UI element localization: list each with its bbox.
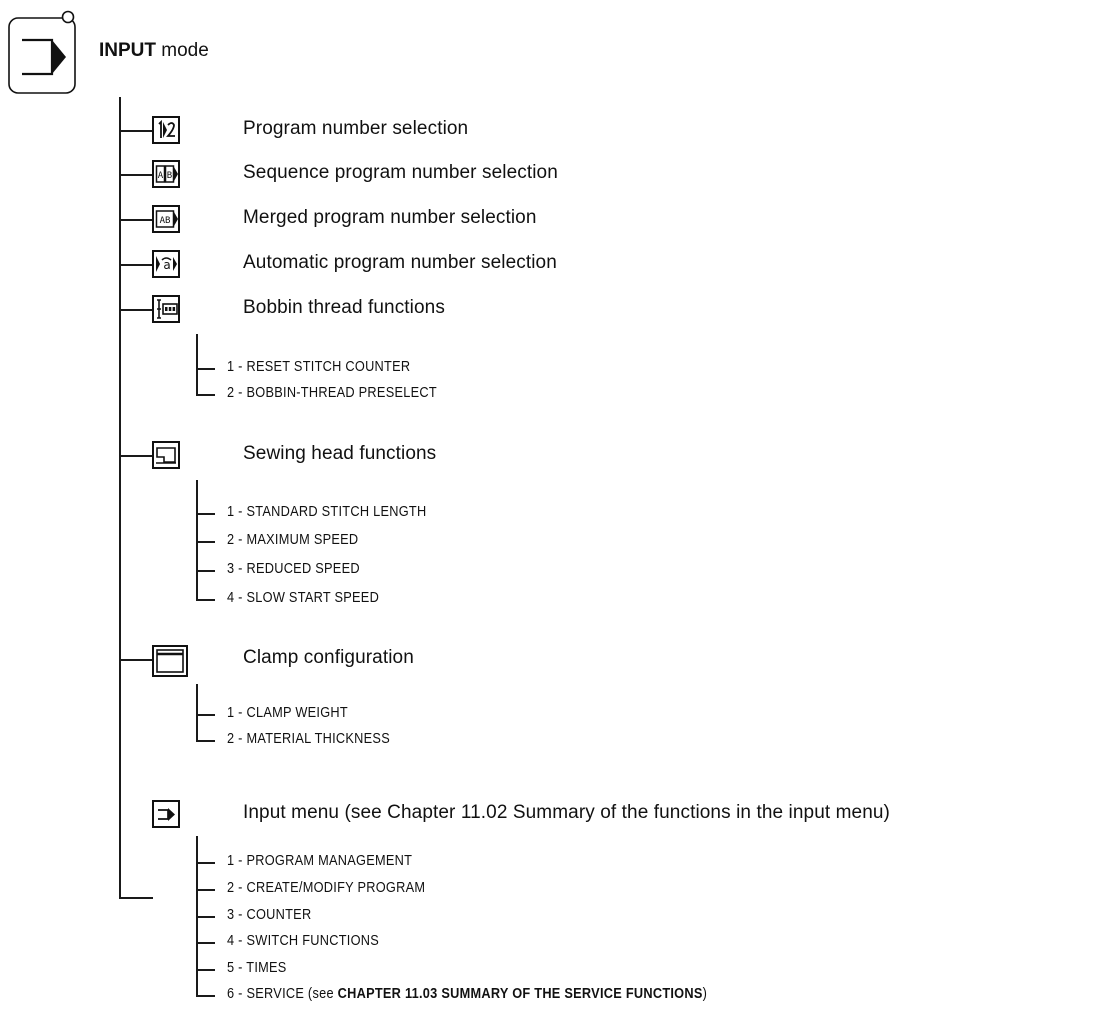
sub-item: 1 - STANDARD STITCH LENGTH xyxy=(227,504,427,520)
merged-program-icon: AB xyxy=(152,205,180,233)
mode-suffix: mode xyxy=(156,40,209,61)
sub-connector xyxy=(196,541,215,543)
sub-item: 2 - MAXIMUM SPEED xyxy=(227,532,359,548)
merged-program-label: Merged program number selection xyxy=(243,207,537,228)
branch-connector xyxy=(119,130,153,132)
svg-text:B: B xyxy=(167,171,172,181)
sub-connector xyxy=(196,599,215,601)
program-number-icon xyxy=(152,116,180,144)
branch-connector xyxy=(119,219,153,221)
svg-text:AB: AB xyxy=(160,216,171,226)
sub-item: 3 - REDUCED SPEED xyxy=(227,561,360,577)
branch-connector xyxy=(119,455,153,457)
sub-connector xyxy=(196,889,215,891)
sub-connector xyxy=(196,368,215,370)
sub-connector xyxy=(196,513,215,515)
service-suffix: ) xyxy=(702,986,708,1002)
sub-item: 3 - COUNTER xyxy=(227,907,312,923)
svg-text:A: A xyxy=(158,171,164,181)
sub-connector xyxy=(196,740,215,742)
input-mode-key-icon xyxy=(8,8,76,94)
sub-item: 2 - BOBBIN-THREAD PRESELECT xyxy=(227,385,437,401)
service-sub-item: 6 - SERVICE (see CHAPTER 11.03 SUMMARY O… xyxy=(227,986,707,1002)
sub-item: 2 - CREATE/MODIFY PROGRAM xyxy=(227,880,426,896)
subtree-line xyxy=(196,684,198,741)
service-chapter-ref: CHAPTER 11.03 SUMMARY OF THE SERVICE FUN… xyxy=(337,986,703,1002)
sub-item: 5 - TIMES xyxy=(227,960,287,976)
mode-keyword: INPUT xyxy=(99,40,156,61)
automatic-program-icon: a xyxy=(152,250,180,278)
sequence-program-icon: A B xyxy=(152,160,180,188)
subtree-line xyxy=(196,334,198,395)
sub-connector xyxy=(196,570,215,572)
sub-item: 1 - RESET STITCH COUNTER xyxy=(227,359,411,375)
branch-connector xyxy=(119,659,153,661)
sub-item: 1 - CLAMP WEIGHT xyxy=(227,705,348,721)
sub-item: 2 - MATERIAL THICKNESS xyxy=(227,731,390,747)
clamp-icon xyxy=(152,645,188,677)
input-menu-label: Input menu (see Chapter 11.02 Summary of… xyxy=(243,802,890,823)
input-menu-icon xyxy=(152,800,180,828)
sub-item: 1 - PROGRAM MANAGEMENT xyxy=(227,853,413,869)
sequence-program-label: Sequence program number selection xyxy=(243,162,558,183)
sub-connector xyxy=(196,995,215,997)
sub-item: 4 - SLOW START SPEED xyxy=(227,590,380,606)
mode-title: INPUT mode xyxy=(99,40,209,62)
sewing-head-label: Sewing head functions xyxy=(243,443,437,464)
clamp-label: Clamp configuration xyxy=(243,647,414,668)
sub-connector xyxy=(196,714,215,716)
sub-connector xyxy=(196,862,215,864)
branch-connector xyxy=(119,174,153,176)
sub-connector xyxy=(196,969,215,971)
branch-connector xyxy=(119,264,153,266)
bobbin-thread-icon xyxy=(152,295,180,323)
tree-trunk xyxy=(119,97,121,898)
branch-connector xyxy=(119,897,153,899)
sub-connector xyxy=(196,916,215,918)
automatic-program-label: Automatic program number selection xyxy=(243,252,557,273)
program-number-label: Program number selection xyxy=(243,118,469,139)
branch-connector xyxy=(119,309,153,311)
service-prefix: 6 - SERVICE (see xyxy=(227,986,338,1002)
sub-item: 4 - SWITCH FUNCTIONS xyxy=(227,933,380,949)
sub-connector xyxy=(196,394,215,396)
subtree-line xyxy=(196,480,198,600)
bobbin-thread-label: Bobbin thread functions xyxy=(243,297,445,318)
svg-text:a: a xyxy=(163,258,170,272)
sub-connector xyxy=(196,942,215,944)
sewing-head-icon xyxy=(152,441,180,469)
